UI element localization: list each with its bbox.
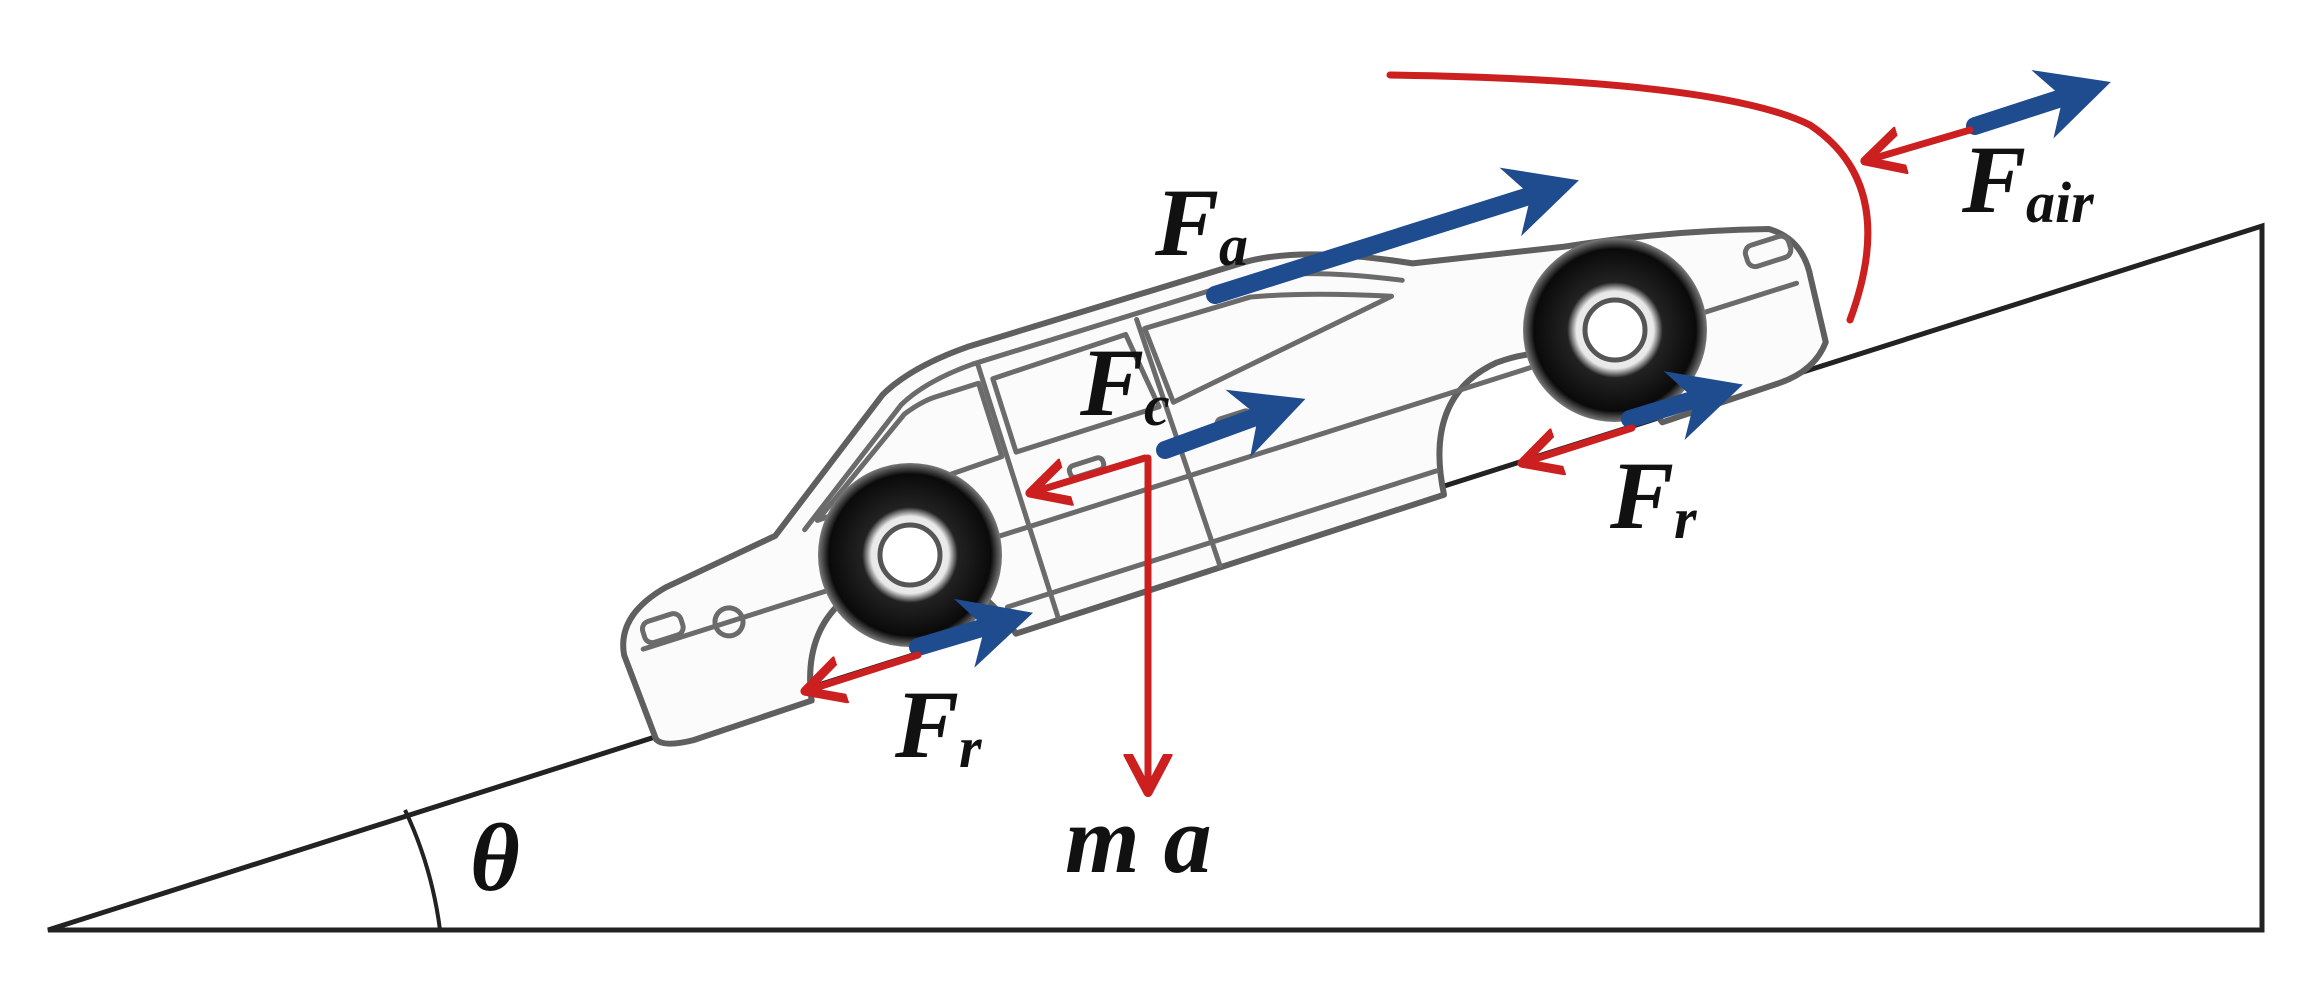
angle-label: θ [470, 804, 520, 911]
car-head-light [1742, 233, 1794, 270]
car-rear-window [814, 380, 1005, 523]
ma-label: m a [1065, 786, 1212, 893]
car-tail-light [639, 611, 686, 646]
fair-label: Fair [1961, 126, 2094, 235]
wheels [818, 238, 1707, 647]
angle-arc [403, 809, 442, 931]
fa-arrow [1206, 167, 1579, 304]
fr-front-label: Fr [1609, 442, 1697, 551]
fc-label: Fc [1079, 329, 1170, 438]
car-fuel-cap [712, 605, 746, 639]
fa-label: Fa [1154, 169, 1248, 278]
car-sill-line [1005, 468, 1439, 610]
fair-blue-arrow [1966, 69, 2111, 139]
fc-red-arrow [1040, 454, 1149, 490]
fr-front-blue-arrow [1621, 371, 1743, 440]
car-windshield [1142, 291, 1395, 405]
fr-rear-blue-arrow [909, 598, 1034, 668]
fr-rear-red-arrow [815, 651, 922, 688]
rear-wheel-hub [877, 522, 943, 588]
fc-arrow [1156, 389, 1306, 459]
front-wheel-hub [1582, 297, 1648, 363]
fr-front-red-arrow [1532, 424, 1636, 460]
fair-red-arrow [1875, 126, 1974, 158]
fr-rear-label: Fr [894, 671, 982, 780]
air-flow-curve [1386, 71, 1872, 324]
resistive-arrows [815, 126, 1974, 782]
car-front-window [990, 331, 1162, 455]
drive-arrows [909, 69, 2111, 668]
